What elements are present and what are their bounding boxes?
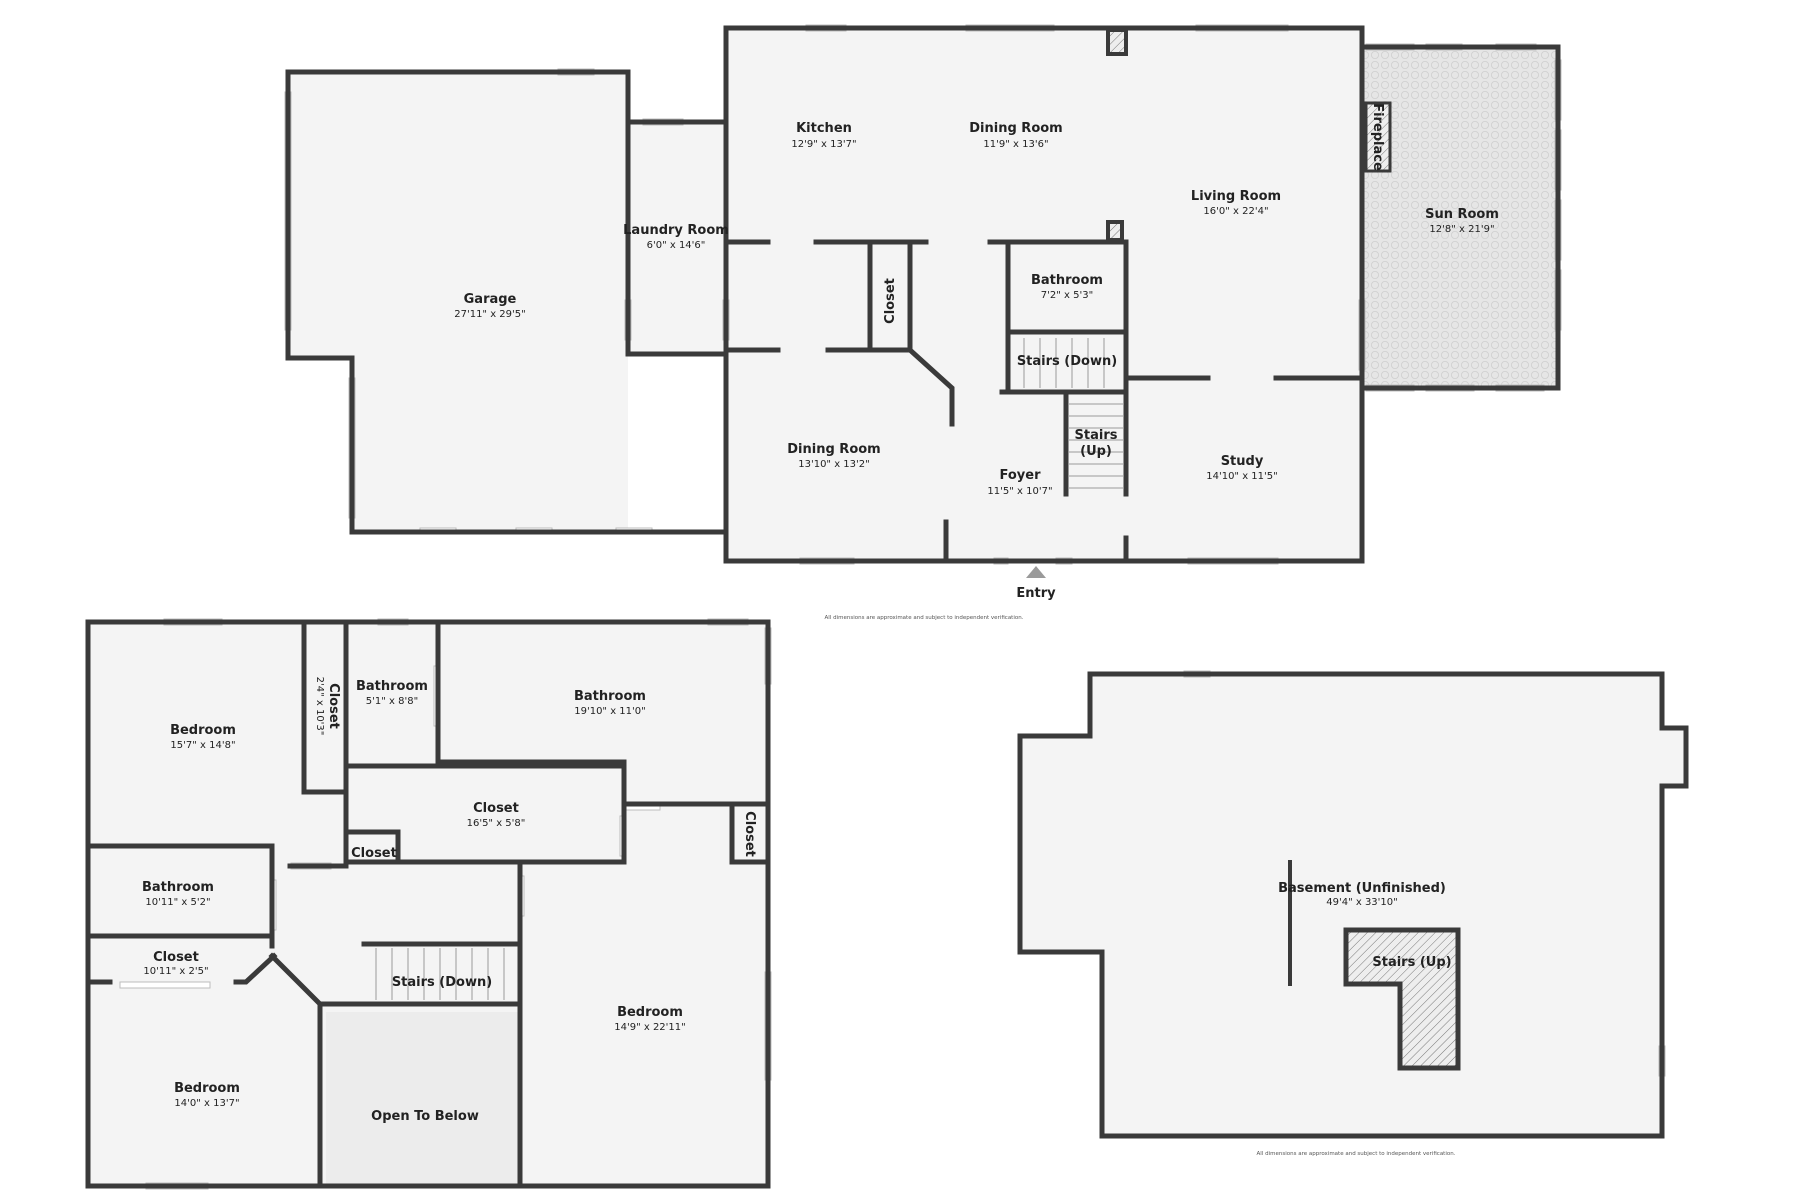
kitchen-dim: 12'9" x 13'7" — [791, 139, 856, 150]
closet-west-dim: 10'11" x 2'5" — [143, 966, 208, 977]
entry-arrow-icon — [1026, 566, 1046, 578]
bedroom-se-label: Bedroom — [617, 1005, 683, 1020]
dining-room-top-label: Dining Room — [969, 121, 1062, 136]
basement-disclaimer: All dimensions are approximate and subje… — [1257, 1151, 1456, 1157]
bedroom-sw-dim: 14'0" x 13'7" — [174, 1098, 239, 1109]
basement-stairs-label: Stairs (Up) — [1372, 955, 1451, 970]
basement-walls — [1017, 671, 1689, 1139]
closet-vertical-label: Closet — [326, 683, 341, 729]
bathroom-large-label: Bathroom — [574, 689, 646, 704]
closet-tiny-label: Closet — [351, 846, 397, 861]
basement-plan: Stairs (Up) Basement (Unfinished) 49'4" … — [1017, 670, 1689, 1157]
stairs-down-label: Stairs (Down) — [1017, 354, 1117, 369]
basement-dim: 49'4" x 33'10" — [1326, 897, 1398, 908]
stairs-down-second-label: Stairs (Down) — [392, 975, 492, 990]
open-to-below-label: Open To Below — [371, 1109, 479, 1124]
garage-dim: 27'11" x 29'5" — [454, 309, 526, 320]
closet-right-label: Closet — [742, 811, 757, 857]
bedroom-nw-label: Bedroom — [170, 723, 236, 738]
dining-room-top-dim: 11'9" x 13'6" — [983, 139, 1048, 150]
walls-first-floor — [285, 25, 1561, 564]
bathroom-small-dim: 5'1" x 8'8" — [366, 696, 418, 707]
bathroom-west-label: Bathroom — [142, 880, 214, 895]
basement-label: Basement (Unfinished) — [1278, 881, 1446, 896]
entry-label: Entry — [1016, 586, 1056, 601]
open-to-below-floor — [326, 1012, 520, 1186]
first-floor-plan: Kitchen 12'9" x 13'7" Dining Room 11'9" … — [284, 24, 1562, 621]
chimney-top — [1106, 28, 1128, 56]
sun-room-floor — [1362, 47, 1558, 388]
stairs-up-label-1: Stairs — [1075, 428, 1118, 443]
living-room-dim: 16'0" x 22'4" — [1203, 206, 1268, 217]
first-floor-closet-label: Closet — [883, 278, 898, 324]
closet-west-label: Closet — [153, 950, 199, 965]
fireplace-label: Fireplace — [1370, 103, 1385, 171]
main-house-floor — [726, 28, 1362, 561]
bedroom-se-dim: 14'9" x 22'11" — [614, 1022, 686, 1033]
kitchen-label: Kitchen — [796, 121, 852, 136]
second-floor-plan: Bedroom 15'7" x 14'8" Closet 2'4" x 10'3… — [85, 618, 772, 1190]
foyer-dim: 11'5" x 10'7" — [987, 486, 1052, 497]
sun-room-label: Sun Room — [1425, 207, 1499, 222]
first-floor-disclaimer: All dimensions are approximate and subje… — [825, 615, 1024, 621]
garage-floor — [288, 72, 628, 532]
bedroom-nw-dim: 15'7" x 14'8" — [170, 740, 235, 751]
bathroom-small-label: Bathroom — [356, 679, 428, 694]
foyer-label: Foyer — [1000, 468, 1042, 483]
walls-second-floor — [85, 619, 771, 1189]
dining-room-bottom-label: Dining Room — [787, 442, 880, 457]
basement-stairs — [1343, 927, 1461, 1071]
second-floor-stairs-lines — [375, 948, 505, 1000]
stairs-up-lines — [1068, 403, 1124, 489]
sun-room-dim: 12'8" x 21'9" — [1429, 224, 1494, 235]
stairs-up-label-2: (Up) — [1080, 444, 1112, 459]
first-floor-bathroom-dim: 7'2" x 5'3" — [1041, 290, 1093, 301]
first-floor-bathroom-label: Bathroom — [1031, 273, 1103, 288]
study-dim: 14'10" x 11'5" — [1206, 471, 1278, 482]
garage-label: Garage — [464, 292, 517, 307]
chimney-mid — [1106, 220, 1124, 242]
fireplace-box — [1364, 101, 1392, 173]
closet-vertical-dim: 2'4" x 10'3" — [314, 677, 325, 736]
dining-room-bottom-dim: 13'10" x 13'2" — [798, 459, 870, 470]
living-room-label: Living Room — [1191, 189, 1281, 204]
bathroom-west-dim: 10'11" x 5'2" — [145, 897, 210, 908]
bathroom-large-dim: 19'10" x 11'0" — [574, 706, 646, 717]
closet-large-label: Closet — [473, 801, 519, 816]
study-label: Study — [1221, 454, 1264, 469]
closet-large-dim: 16'5" x 5'8" — [467, 818, 526, 829]
stairs-down-lines — [1023, 338, 1105, 388]
bedroom-sw-label: Bedroom — [174, 1081, 240, 1096]
laundry-room-label: Laundry Room — [623, 223, 729, 238]
laundry-floor — [628, 122, 726, 354]
basement-floor — [1020, 674, 1686, 1136]
laundry-room-dim: 6'0" x 14'6" — [647, 240, 706, 251]
